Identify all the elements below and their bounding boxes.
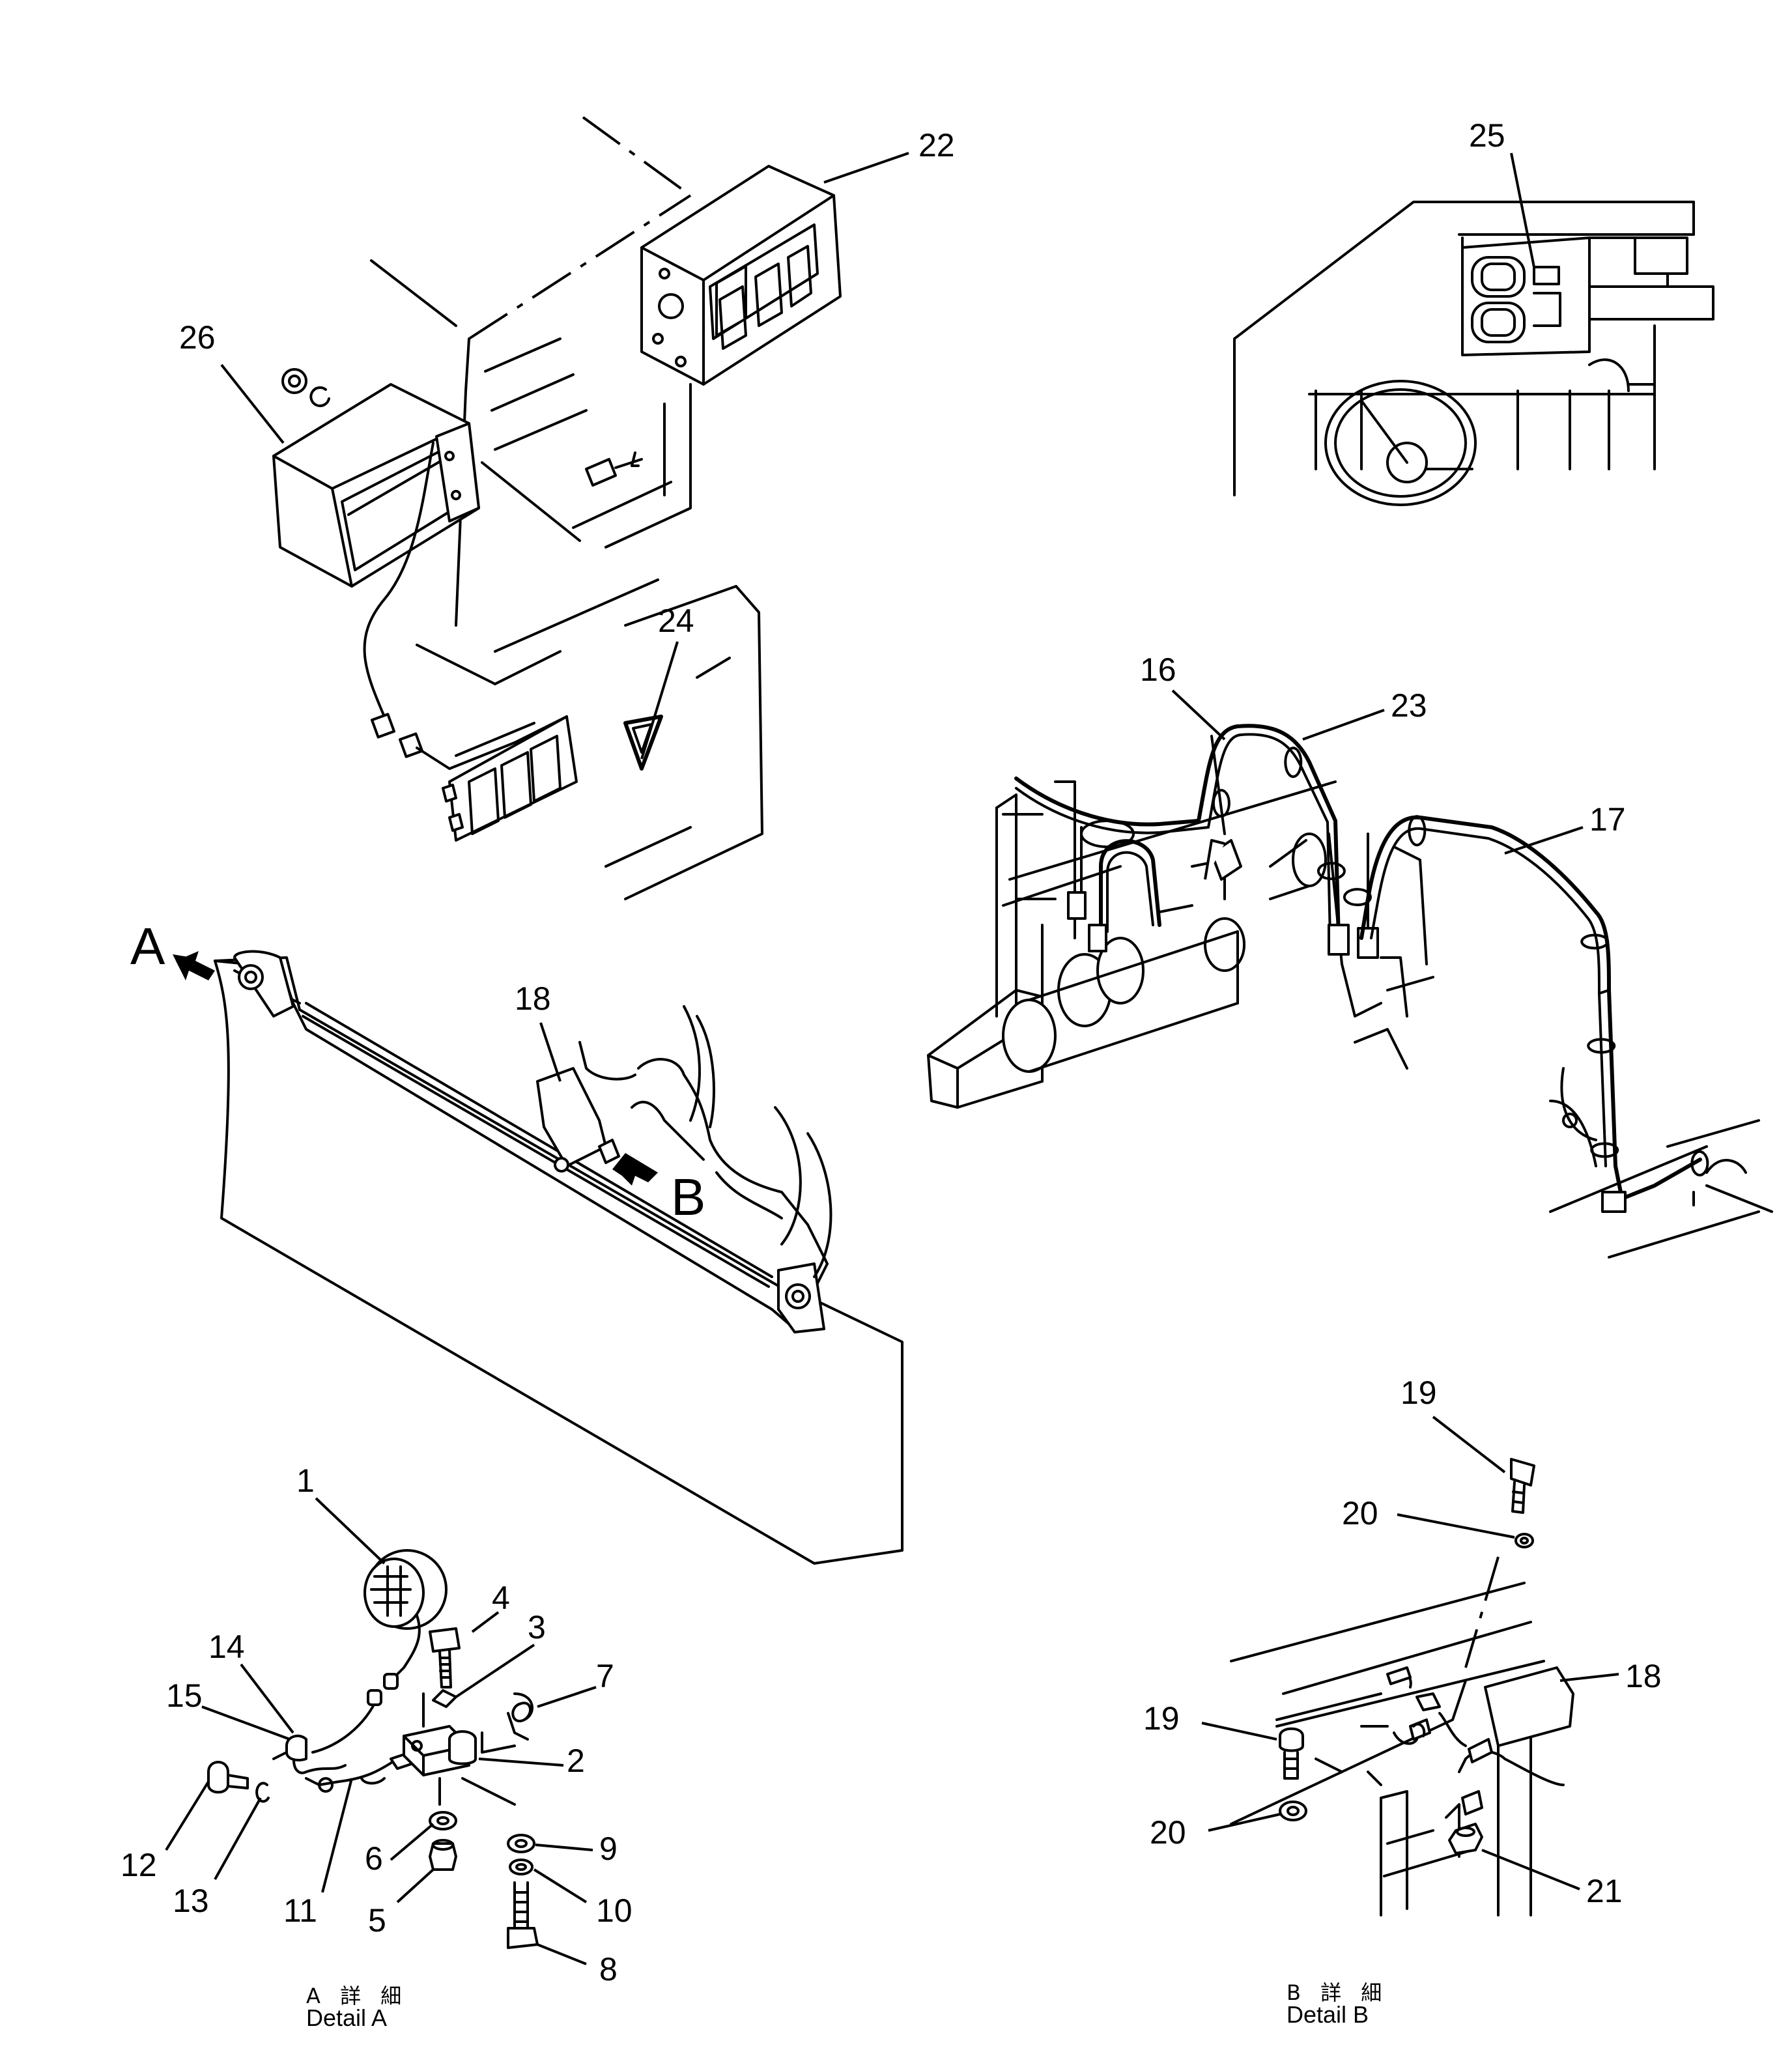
callout-25: 22 — [918, 127, 955, 164]
callout-16: 16 — [1140, 651, 1176, 688]
callout-26: 26 — [179, 319, 216, 356]
switch-box-25 — [585, 165, 842, 487]
callout-19-lower: 19 — [1143, 1700, 1180, 1737]
callout-22: 23 — [1391, 687, 1427, 724]
callout-18: 18 — [515, 980, 551, 1017]
callout-20-top: 20 — [1342, 1495, 1378, 1531]
detail-b-caption-jp: B 詳 細 — [1287, 1980, 1388, 2005]
callout-12: 12 — [121, 1847, 157, 1883]
callout-21: 21 — [1586, 1873, 1623, 1909]
callout-23: 24 — [658, 603, 694, 639]
callout-labels: 22 26 25 24 16 23 17 18 1 4 3 7 2 14 15 … — [121, 117, 1662, 1987]
view-arrow-b-label: B — [671, 1168, 705, 1226]
warning-label-23 — [623, 715, 663, 771]
callout-20-lower: 20 — [1150, 1814, 1186, 1851]
callout-6: 6 — [365, 1840, 383, 1877]
cab-switch-assembly — [272, 116, 842, 900]
switch-bank — [398, 715, 578, 842]
operator-panel-24 — [1233, 201, 1714, 506]
callout-5: 5 — [368, 1902, 386, 1939]
detail-a: A 詳 細 Detail A — [207, 1549, 539, 2031]
work-lamp-26 — [272, 368, 581, 739]
callout-19-top: 19 — [1401, 1374, 1437, 1411]
detail-a-caption-jp: A 詳 細 — [306, 1984, 408, 2008]
callout-17: 17 — [1589, 801, 1626, 838]
callout-4: 4 — [492, 1580, 510, 1616]
callout-7: 7 — [596, 1658, 614, 1694]
view-arrow-a: A — [130, 917, 215, 980]
callout-18-detail: 18 — [1625, 1658, 1662, 1694]
lamp-1 — [363, 1549, 448, 1690]
callout-9: 9 — [599, 1830, 618, 1867]
callout-1: 1 — [296, 1462, 315, 1499]
leader-lines — [165, 152, 1619, 1965]
callout-10: 10 — [596, 1892, 633, 1929]
hose-assembly — [927, 724, 1773, 1259]
callout-15: 15 — [166, 1677, 203, 1714]
callout-2: 2 — [567, 1743, 585, 1779]
blade: A B — [130, 917, 903, 1565]
detail-b: B 詳 細 Detail B — [1230, 1458, 1574, 2028]
callout-14: 14 — [208, 1629, 245, 1665]
detail-a-caption-en: Detail A — [306, 2004, 387, 2031]
view-arrow-a-label: A — [130, 917, 165, 975]
callout-11: 11 — [283, 1892, 317, 1929]
view-arrow-b: B — [612, 1153, 705, 1226]
callout-13: 13 — [173, 1883, 209, 1919]
callout-8: 8 — [599, 1951, 618, 1987]
callout-24: 25 — [1469, 117, 1505, 154]
detail-b-caption-en: Detail B — [1287, 2001, 1369, 2028]
callout-3: 3 — [528, 1609, 546, 1645]
